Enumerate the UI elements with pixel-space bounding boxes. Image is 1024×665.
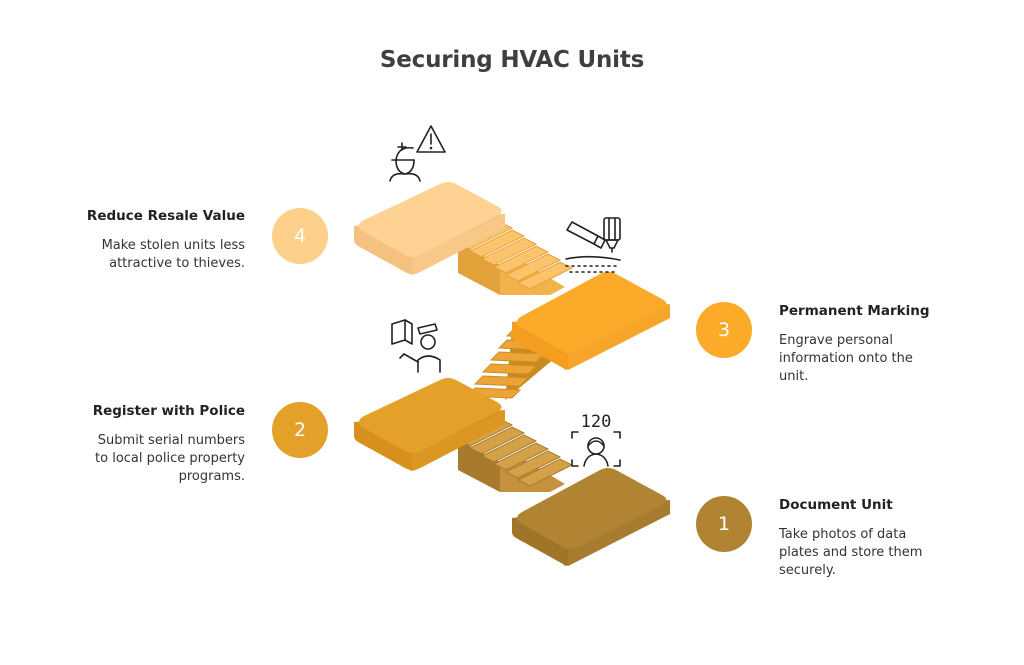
- step-1-description: Take photos of data plates and store the…: [779, 527, 923, 578]
- svg-text:120: 120: [581, 412, 612, 432]
- step-2-description: Submit serial numbers to local police pr…: [95, 433, 245, 484]
- step-4-description: Make stolen units less attractive to thi…: [101, 238, 245, 271]
- step-3-heading: Permanent Marking: [779, 303, 930, 319]
- step-1-number-badge: 1: [696, 496, 752, 552]
- step-4-number-badge: 4: [272, 208, 328, 264]
- step-3-description: Engrave personal information onto the un…: [779, 333, 913, 384]
- police-officer-document-icon: [391, 319, 441, 373]
- platform-2: [354, 378, 505, 471]
- platform-4: [354, 182, 505, 275]
- camera-face-scan-icon: 120: [571, 412, 621, 467]
- step-2-heading: Register with Police: [92, 403, 245, 419]
- platform-3: [512, 272, 670, 370]
- step-1-heading: Document Unit: [779, 497, 893, 513]
- step-4-heading: Reduce Resale Value: [86, 208, 245, 224]
- engraving-tool-icon: [565, 217, 621, 273]
- thief-warning-icon: [389, 125, 446, 182]
- page-title: Securing HVAC Units: [379, 47, 645, 73]
- step-3-number-badge: 3: [696, 302, 752, 358]
- step-2-number-badge: 2: [272, 402, 328, 458]
- platform-1: [512, 468, 670, 566]
